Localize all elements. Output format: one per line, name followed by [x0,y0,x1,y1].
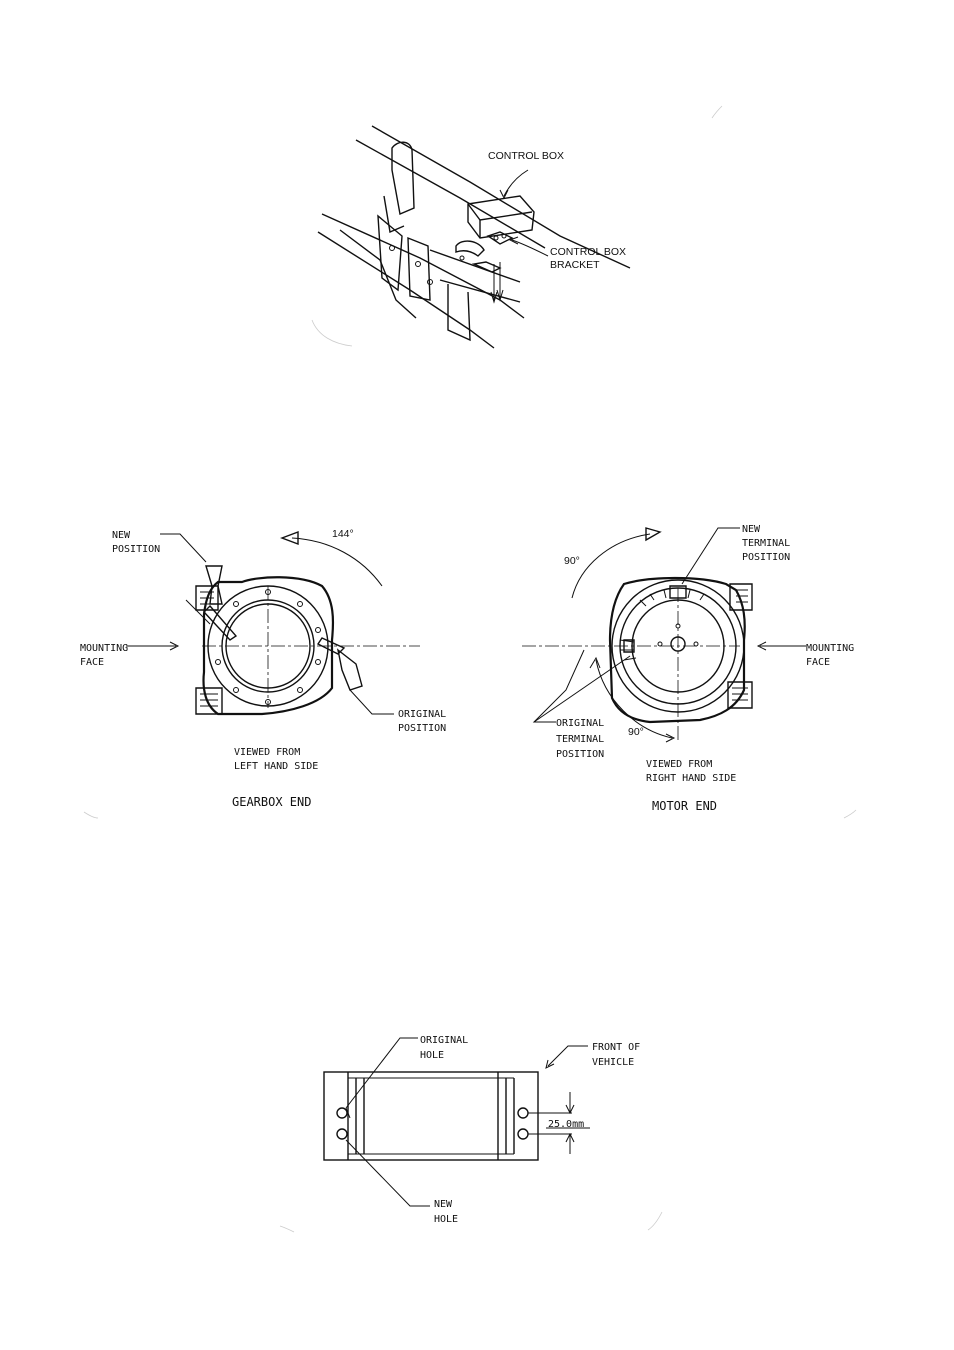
label-new-hole-line2: HOLE [434,1214,458,1225]
label-control-box: CONTROL BOX [488,150,564,162]
label-control-box-bracket-line1: CONTROL BOX [550,246,626,258]
label-front-of-vehicle-line2: VEHICLE [592,1057,634,1068]
label-new-hole-line1: NEW [434,1199,453,1210]
label-front-of-vehicle-line1: FRONT OF [592,1042,640,1053]
label-new-position-line2: POSITION [112,544,160,555]
label-mounting-face-line1: MOUNTING [80,643,128,654]
label-original-position-line1: ORIGINAL [398,709,446,720]
label-gearbox-end: GEARBOX END [232,795,311,809]
label-original-terminal-line3: POSITION [556,749,604,760]
label-original-position-line2: POSITION [398,723,446,734]
label-viewed-from-right-line1: VIEWED FROM [646,759,712,770]
label-mounting-face-line2: FACE [80,657,104,668]
mounting-hole-figure: ORIGINAL HOLE FRONT OF VEHICLE 25.0mm NE… [280,1035,662,1232]
label-motor-end: MOTOR END [652,799,717,813]
label-original-hole-line1: ORIGINAL [420,1035,468,1046]
label-dimension-25mm: 25.0mm [548,1119,584,1130]
motor-end-figure: NEW TERMINAL POSITION 90° MOUNTING FACE … [522,524,856,818]
label-viewed-from-left-line2: LEFT HAND SIDE [234,761,318,772]
label-viewed-from-left-line1: VIEWED FROM [234,747,300,758]
gearbox-end-figure: NEW POSITION 144° MOUNTING FACE ORIGINAL… [80,528,446,818]
label-angle-90-top: 90° [564,555,580,567]
label-angle-144: 144° [332,528,354,540]
label-viewed-from-right-line2: RIGHT HAND SIDE [646,773,736,784]
label-angle-90-bottom: 90° [628,726,644,738]
control-box-figure: CONTROL BOX CONTROL BOX BRACKET [312,106,722,348]
label-new-terminal-line3: POSITION [742,552,790,563]
label-new-terminal-line1: NEW [742,524,761,535]
label-motor-mounting-face-line2: FACE [806,657,830,668]
label-original-hole-line2: HOLE [420,1050,444,1061]
label-original-terminal-line2: TERMINAL [556,734,604,745]
label-control-box-bracket-line2: BRACKET [550,259,600,271]
label-new-terminal-line2: TERMINAL [742,538,790,549]
label-original-terminal-line1: ORIGINAL [556,718,604,729]
label-new-position-line1: NEW [112,530,131,541]
label-motor-mounting-face-line1: MOUNTING [806,643,854,654]
